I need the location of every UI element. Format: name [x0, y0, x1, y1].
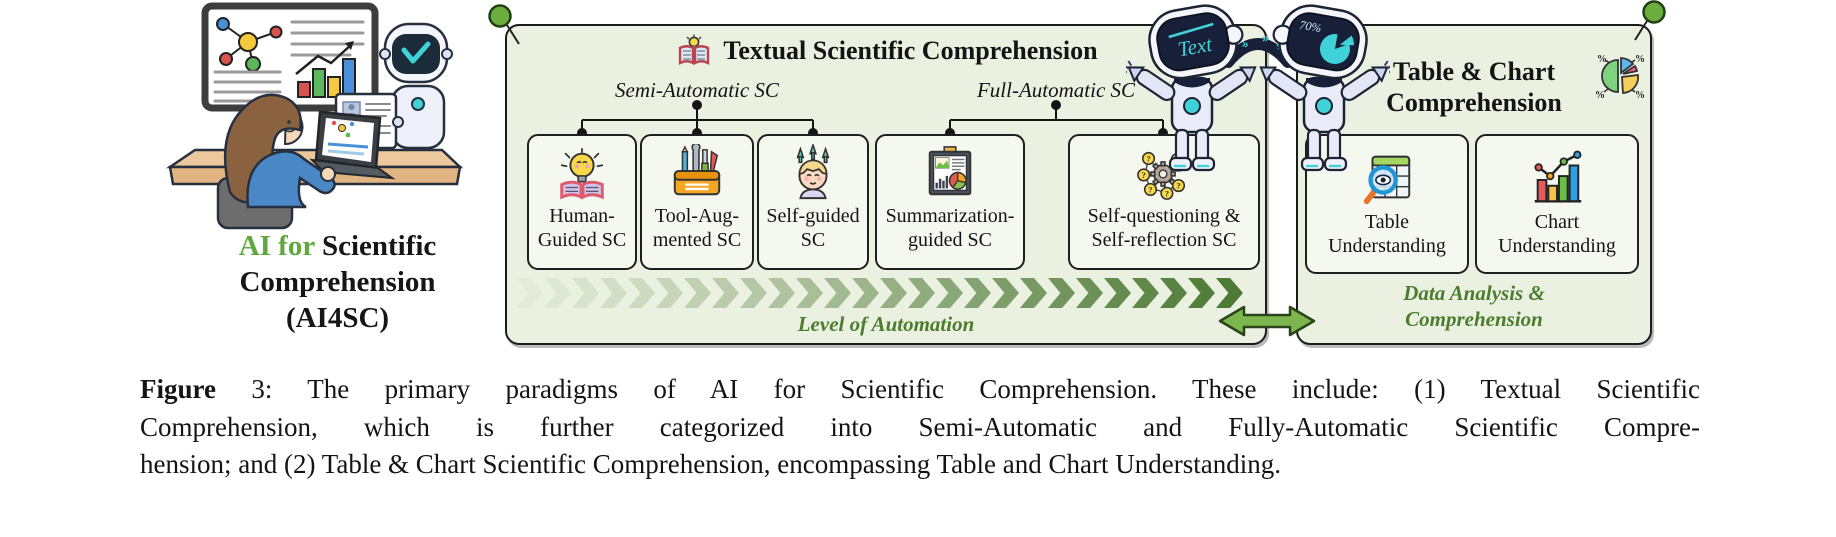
textual-sc-title: Textual Scientific Comprehension	[507, 34, 1265, 68]
robot-text: Text	[1126, 4, 1257, 172]
figure-caption: Figure 3: The primary paradigms of AI fo…	[140, 371, 1700, 484]
automation-chevron	[1020, 278, 1047, 308]
svg-text:?: ?	[1146, 154, 1150, 164]
twin-robots: » » »	[1126, 4, 1390, 172]
automation-chevron	[1160, 278, 1187, 308]
automation-chevron	[992, 278, 1019, 308]
table-chart-panel: Table & Chart Comprehension %%%%	[1296, 24, 1652, 345]
svg-text:?: ?	[1165, 188, 1169, 198]
svg-text:»: »	[1261, 31, 1269, 45]
automation-chevron	[908, 278, 935, 308]
svg-text:?: ?	[1142, 170, 1146, 180]
semi-automatic-label: Semi-Automatic SC	[615, 78, 779, 102]
automation-chevron	[768, 278, 795, 308]
human-guided-sc-box: Human-Guided SC	[527, 134, 637, 270]
automation-chevron	[1132, 278, 1159, 308]
bar-line-chart-icon	[1534, 150, 1582, 203]
automation-chevrons	[516, 278, 1258, 308]
caption-line-2: Comprehension, which is further categori…	[140, 411, 1700, 442]
person	[223, 93, 336, 209]
book-lightbulb-icon	[679, 34, 710, 66]
automation-chevron	[852, 278, 879, 308]
ai4sc-line1: AI for Scientific	[238, 230, 437, 262]
automation-chevron	[964, 278, 991, 308]
child-growth-icon	[796, 144, 830, 200]
automation-chevron	[740, 278, 767, 308]
automation-chevron	[684, 278, 711, 308]
automation-chevron	[796, 278, 823, 308]
data-analysis-label: Data Analysis & Comprehension	[1403, 281, 1545, 331]
desk-scene-illustration	[165, 2, 464, 230]
caption-line-3: hension; and (2) Table & Chart Scientifi…	[140, 449, 1281, 479]
automation-chevron	[880, 278, 907, 308]
box-label: Summarization-guided SC	[885, 205, 1015, 251]
automation-chevron	[1188, 278, 1215, 308]
robot-chart: 70%	[1259, 4, 1390, 172]
table-chart-title: Table & Chart Comprehension	[1386, 57, 1562, 117]
summarization-guided-sc-box: Summarization-guided SC	[875, 134, 1025, 270]
automation-chevron	[516, 278, 543, 308]
automation-chevron	[628, 278, 655, 308]
self-questioning-sc-box: ??? ?? Self-questioning &Self-reflection…	[1068, 134, 1260, 270]
bidirectional-arrow	[1218, 305, 1316, 337]
gear-questions-icon: ??? ??	[1137, 151, 1187, 200]
automation-chevron	[1048, 278, 1075, 308]
ai4sc-line3: (AI4SC)	[285, 302, 390, 334]
toolbox-icon	[673, 144, 721, 196]
left-pin-icon	[488, 4, 520, 45]
automation-axis-label: Level of Automation	[797, 312, 975, 336]
box-label: Tool-Aug-mented SC	[652, 205, 742, 251]
automation-chevron	[600, 278, 627, 308]
automation-chevron	[572, 278, 599, 308]
svg-text:»: »	[1240, 36, 1250, 51]
ai4sc-line2: Comprehension	[239, 266, 436, 298]
box-label: Human-Guided SC	[537, 205, 627, 251]
automation-chevron	[936, 278, 963, 308]
caption-line-1: Figure 3: The primary paradigms of AI fo…	[140, 374, 1700, 404]
automation-chevron	[824, 278, 851, 308]
full-automatic-label: Full-Automatic SC	[976, 78, 1136, 102]
automation-chevron	[656, 278, 683, 308]
right-pin-icon	[1634, 0, 1666, 41]
laptop	[309, 110, 396, 180]
ai4sc-green-part: AI for	[238, 230, 315, 262]
automation-chevron	[712, 278, 739, 308]
ai4sc-label: AI for Scientific Comprehension (AI4SC)	[185, 228, 490, 336]
tool-augmented-sc-box: Tool-Aug-mented SC	[640, 134, 754, 270]
automation-chevron	[1076, 278, 1103, 308]
automation-chevron	[1104, 278, 1131, 308]
svg-text:?: ?	[1176, 181, 1180, 191]
glowing-bulb-book-icon	[560, 147, 604, 200]
box-label: Self-questioning &Self-reflection SC	[1087, 205, 1241, 251]
automation-chevron	[544, 278, 571, 308]
textual-sc-title-text: Textual Scientific Comprehension	[723, 36, 1098, 65]
whiteboard	[201, 2, 379, 112]
table-magnifier-icon	[1363, 155, 1411, 205]
svg-text:?: ?	[1148, 185, 1152, 195]
presentation-chart-icon	[928, 146, 972, 196]
robot-percent-screen: 70%	[1298, 18, 1322, 36]
